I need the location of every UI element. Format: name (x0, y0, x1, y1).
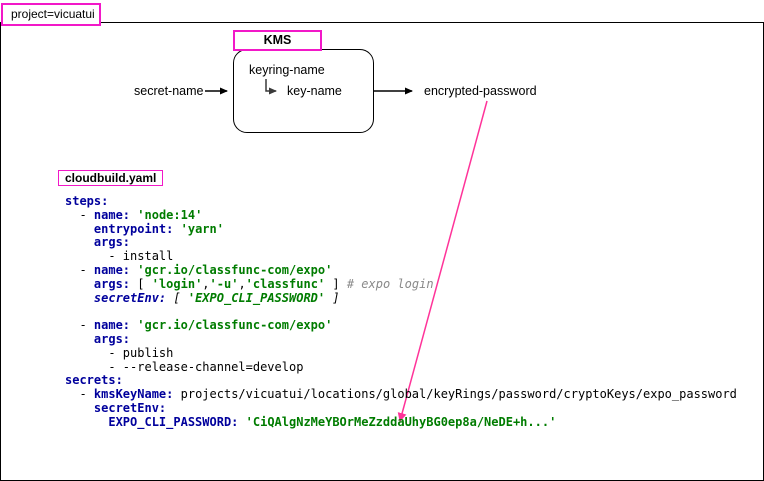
code-line: - name: 'gcr.io/classfunc-com/expo' (65, 318, 333, 333)
code-line: - install (65, 249, 174, 264)
code-line: steps: (65, 194, 109, 208)
code-line: - name: 'gcr.io/classfunc-com/expo' (65, 262, 333, 277)
code-line: args: [ 'login','-u','classfunc' ] # exp… (93, 276, 434, 291)
code-line: entrypoint: 'yarn' (93, 221, 224, 236)
yaml-code: steps: - name: 'node:14' entrypoint: 'ya… (65, 194, 737, 430)
kms-label: KMS (263, 33, 292, 47)
code-line: secretEnv: [ 'EXPO_CLI_PASSWORD' ] (93, 290, 340, 305)
code-line: EXPO_CLI_PASSWORD: 'CiQAlgNzMeYBOrMeZzdd… (108, 414, 557, 429)
cloudbuild-file-label: cloudbuild.yaml (65, 171, 157, 185)
code-line: - kmsKeyName: projects/vicuatui/location… (65, 387, 737, 402)
code-line: - --release-channel=develop (65, 359, 304, 374)
cloudbuild-file-label-box: cloudbuild.yaml (58, 170, 164, 186)
code-line: args: (93, 331, 131, 346)
secret-name-label: secret-name (134, 84, 204, 98)
code-line: secrets: (65, 373, 123, 388)
key-name-label: key-name (287, 84, 342, 98)
project-label-box: project=vicuatui (1, 3, 101, 26)
code-line: - name: 'node:14' (65, 207, 203, 222)
code-line: args: (93, 235, 131, 250)
code-line: - publish (65, 345, 174, 360)
project-label: project=vicuatui (11, 7, 95, 21)
keyring-name-label: keyring-name (249, 63, 325, 77)
kms-label-box: KMS (233, 30, 322, 51)
code-line: secretEnv: (93, 400, 167, 415)
encrypted-password-label: encrypted-password (424, 84, 537, 98)
code-line (65, 305, 737, 319)
